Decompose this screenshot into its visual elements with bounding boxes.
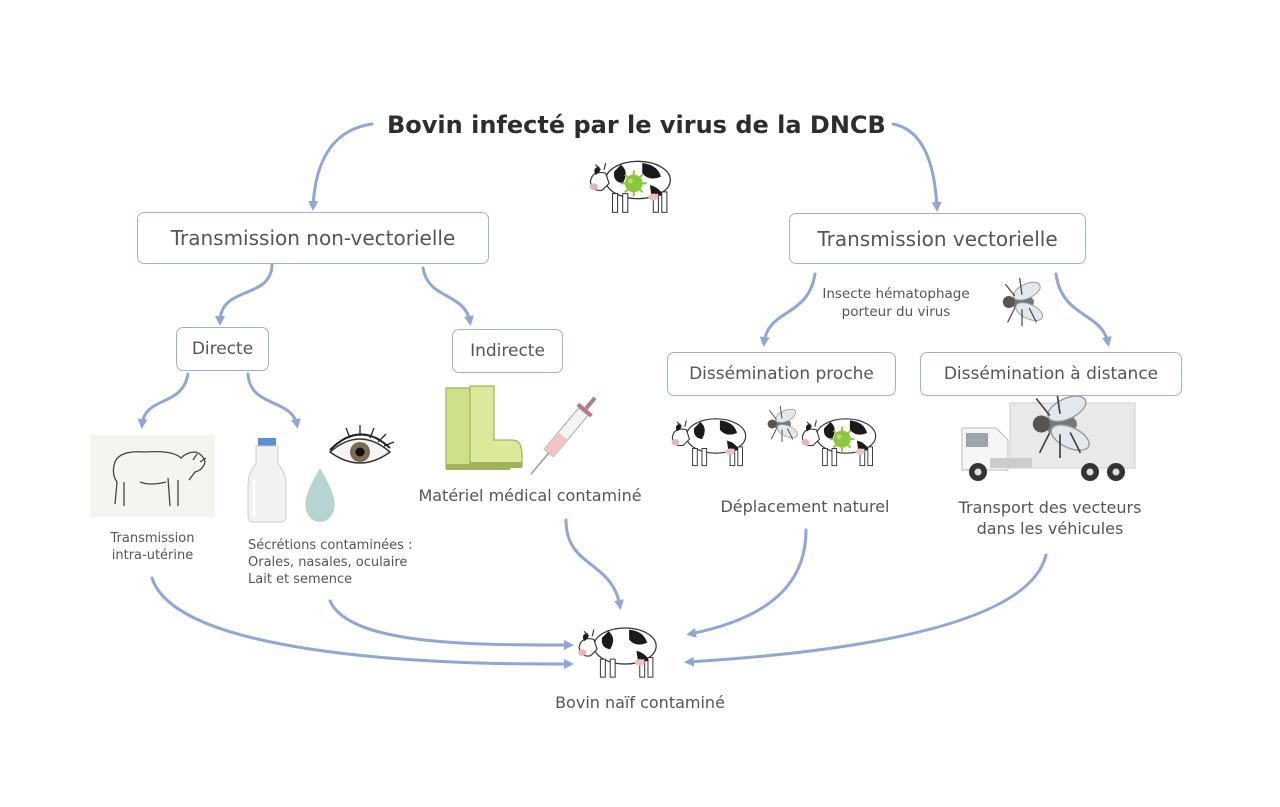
arrow-nonvector-to-direct <box>215 262 274 326</box>
arrow-medical-to-naive <box>564 518 624 610</box>
label-insect-line2: porteur du virus <box>841 303 951 320</box>
fly-icon <box>1002 277 1046 327</box>
fly-icon <box>767 405 800 443</box>
arrow-vector-to-far <box>1054 272 1112 347</box>
node-transmission-non-vectorielle: Transmission non-vectorielle <box>137 212 489 264</box>
arrow-natural-to-naive <box>686 528 808 638</box>
node-dissemination-proche: Dissémination proche <box>667 352 896 396</box>
label-secretions-line2: Orales, nasales, oculaire <box>248 554 408 570</box>
syringe-icon <box>530 396 597 475</box>
label-insect: Insecte hématophage porteur du virus <box>816 286 976 321</box>
arrow-direct-to-secretions <box>246 372 301 429</box>
arrow-intrauterine-to-naive <box>150 576 574 670</box>
arrow-transport-to-naive <box>684 553 1048 667</box>
label-secretions-line1: Sécrétions contaminées : <box>248 538 413 553</box>
calf-icon <box>90 435 215 517</box>
arrow-direct-to-calf <box>137 372 190 429</box>
arrow-vector-to-near <box>759 272 817 347</box>
infected-cow-icon <box>800 418 877 467</box>
diagram-title: Bovin infecté par le virus de la DNCB <box>387 111 886 139</box>
label-vehicle-transport: Transport des vecteurs dans les véhicule… <box>930 498 1170 540</box>
label-transport-line1: Transport des vecteurs <box>958 498 1142 517</box>
arrow-secretions-to-naive <box>328 599 574 650</box>
arrow-title-to-nonvector <box>308 122 374 211</box>
node-directe: Directe <box>176 327 269 371</box>
label-secretions-line3: Lait et semence <box>248 571 353 587</box>
label-medical-material: Matériel médical contaminé <box>418 486 642 505</box>
label-insect-line1: Insecte hématophage <box>822 286 970 302</box>
label-transport-line2: dans les véhicules <box>976 518 1124 538</box>
arrow-nonvector-to-indirect <box>421 266 474 326</box>
node-dissemination-distance: Dissémination à distance <box>920 352 1182 396</box>
label-naive-cow: Bovin naïf contaminé <box>555 693 725 712</box>
cow-icon <box>670 418 747 467</box>
label-intrauterine-line2: intra-utérine <box>111 547 194 563</box>
boots-icon <box>445 385 523 470</box>
arrow-title-to-vector <box>891 122 942 212</box>
node-indirecte: Indirecte <box>452 329 563 373</box>
node-transmission-vectorielle: Transmission vectorielle <box>789 213 1086 264</box>
naive-cow-icon <box>577 627 657 678</box>
infected-cow-icon <box>588 160 671 213</box>
label-secretions: Sécrétions contaminées : Orales, nasales… <box>248 538 412 589</box>
label-natural-movement: Déplacement naturel <box>720 497 890 516</box>
label-intrauterine: Transmission intra-utérine <box>90 531 215 565</box>
droplet-icon <box>305 468 335 522</box>
label-intrauterine-line1: Transmission <box>110 531 195 546</box>
eye-icon <box>328 425 395 464</box>
milk-bottle-icon <box>247 438 287 523</box>
